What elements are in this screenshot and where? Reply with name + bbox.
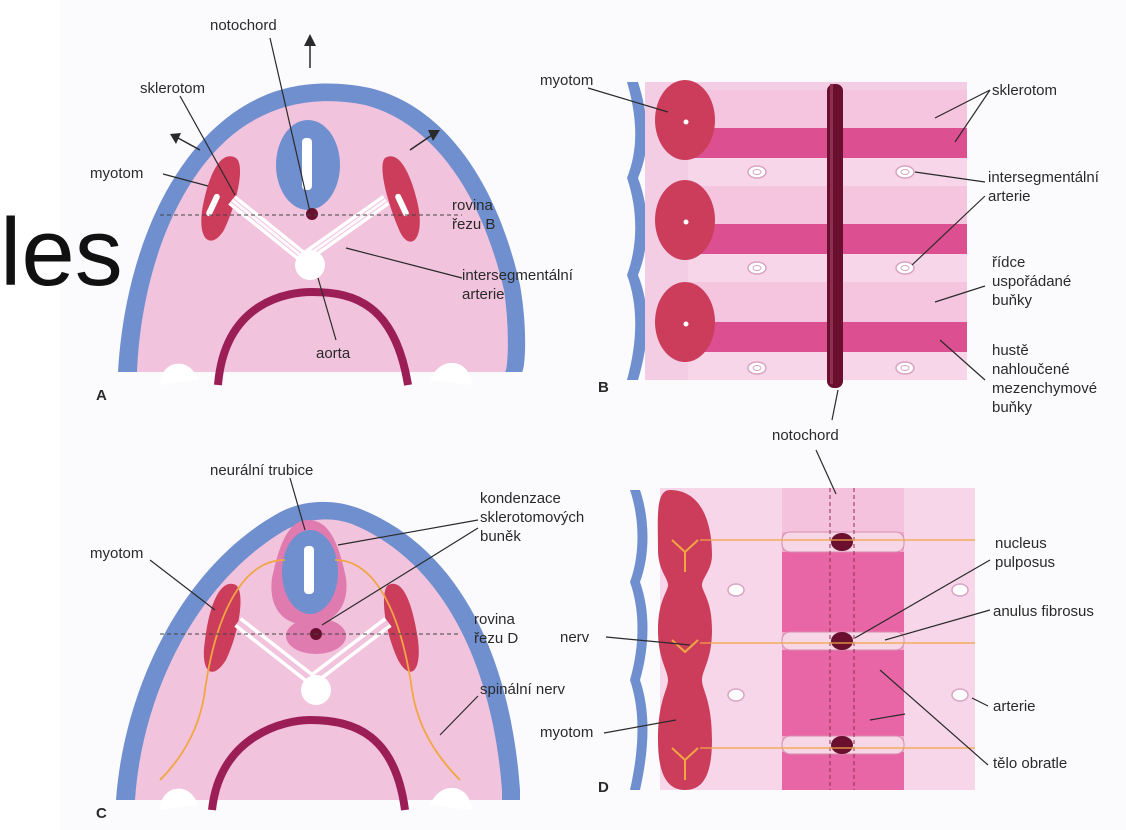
label-intersegmental-a-2: arterie xyxy=(462,286,505,303)
panel-letter-b: B xyxy=(598,379,609,396)
notochord-rod-b xyxy=(827,84,843,388)
label-vertebral-body: tělo obratle xyxy=(993,755,1067,772)
label-dense-3: mezenchymové xyxy=(992,380,1097,397)
label-notochord-a: notochord xyxy=(210,17,277,34)
label-dense-4: buňky xyxy=(992,399,1033,416)
label-intersegmental-a-1: intersegmentální xyxy=(462,267,574,284)
label-rovina-b-2: řezu B xyxy=(452,216,495,233)
label-condensation-3: buněk xyxy=(480,528,521,545)
label-myotom-a: myotom xyxy=(90,165,143,182)
nucleus-pulposus-3 xyxy=(831,736,853,754)
myotome-column-d xyxy=(658,490,712,790)
slide-title-fragment: les xyxy=(0,199,123,306)
label-aorta-a: aorta xyxy=(316,345,351,362)
label-loose-3: buňky xyxy=(992,292,1033,309)
label-loose-2: uspořádané xyxy=(992,273,1071,290)
label-intersegmental-b-1: intersegmentální xyxy=(988,169,1100,186)
label-nucleus-1: nucleus xyxy=(995,535,1047,552)
label-nucleus-2: pulposus xyxy=(995,554,1055,571)
label-notochord-b: notochord xyxy=(772,427,839,444)
aorta-a xyxy=(295,250,325,280)
label-rovina-d-1: rovina xyxy=(474,611,516,628)
label-condensation-1: kondenzace xyxy=(480,490,561,507)
label-anulus: anulus fibrosus xyxy=(993,603,1094,620)
panel-letter-c: C xyxy=(96,805,107,822)
label-condensation-2: sklerotomových xyxy=(480,509,584,526)
panel-letter-d: D xyxy=(598,779,609,796)
notochord-dot-a xyxy=(306,208,318,220)
nucleus-pulposus-1 xyxy=(831,533,853,551)
label-rovina-d-2: řezu D xyxy=(474,630,518,647)
label-myotom-b: myotom xyxy=(540,72,593,89)
nucleus-pulposus-2 xyxy=(831,632,853,650)
label-dense-2: nahloučené xyxy=(992,361,1070,378)
label-myotom-d: myotom xyxy=(540,724,593,741)
label-arterie-d: arterie xyxy=(993,698,1036,715)
panel-d xyxy=(604,450,990,790)
label-loose-1: řídce xyxy=(992,254,1025,271)
label-dense-1: hustě xyxy=(992,342,1029,359)
label-myotom-c: myotom xyxy=(90,545,143,562)
label-nerv: nerv xyxy=(560,629,590,646)
label-rovina-b-1: rovina xyxy=(452,197,494,214)
label-sklerotom-b: sklerotom xyxy=(992,82,1057,99)
panel-b xyxy=(588,80,990,420)
panel-letter-a: A xyxy=(96,387,107,404)
label-intersegmental-b-2: arterie xyxy=(988,188,1031,205)
label-neural-tube-c: neurální trubice xyxy=(210,462,313,479)
label-sklerotom-a: sklerotom xyxy=(140,80,205,97)
label-spinal-nerve: spinální nerv xyxy=(480,681,566,698)
